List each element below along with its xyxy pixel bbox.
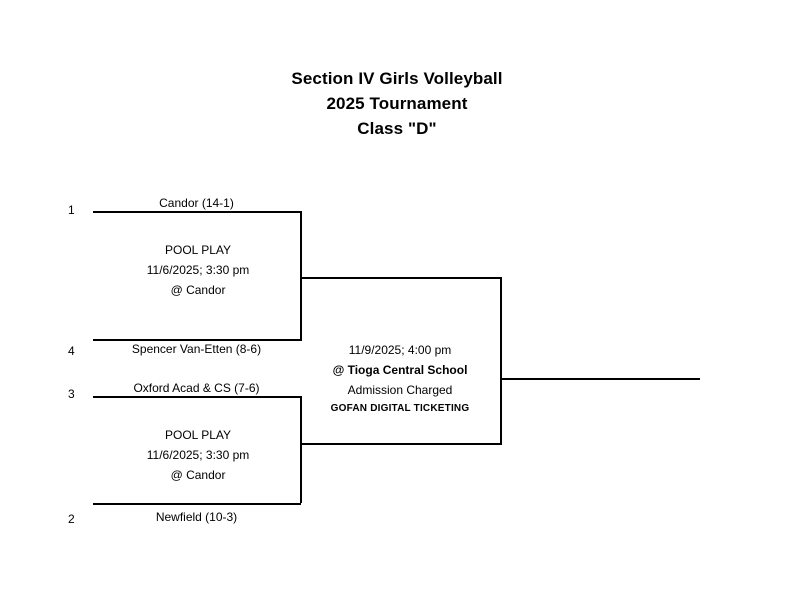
- bracket-line-lower-bottom: [93, 503, 301, 505]
- final-ticketing-note: GOFAN DIGITAL TICKETING: [330, 403, 470, 414]
- bracket-connector-lower: [300, 396, 302, 503]
- bracket-line-upper-bottom: [93, 339, 301, 341]
- bracket-champion-line: [500, 378, 700, 380]
- pool-site-upper: @ Candor: [170, 283, 226, 297]
- seed-number-lower-bottom: 2: [68, 512, 75, 526]
- bracket-line-lower-top: [93, 396, 301, 398]
- bracket-feed-lower-to-final: [300, 443, 500, 445]
- pool-datetime-lower: 11/6/2025; 3:30 pm: [146, 448, 250, 462]
- final-datetime: 11/9/2025; 4:00 pm: [348, 343, 452, 357]
- pool-info-lower: POOL PLAY 11/6/2025; 3:30 pm @ Candor: [96, 425, 300, 485]
- title-line-1: Section IV Girls Volleyball: [291, 69, 503, 88]
- bracket-connector-upper: [300, 211, 302, 341]
- pool-site-lower: @ Candor: [170, 468, 226, 482]
- bracket-connector-final: [500, 277, 502, 445]
- final-admission: Admission Charged: [347, 383, 453, 397]
- title-line-2: 2025 Tournament: [326, 94, 468, 113]
- pool-label-upper: POOL PLAY: [164, 243, 232, 257]
- final-site: @ Tioga Central School: [332, 363, 468, 377]
- bracket-feed-upper-to-final: [300, 277, 500, 279]
- team-name-newfield: Newfield (10-3): [155, 510, 238, 524]
- title-line-3: Class "D": [357, 119, 437, 138]
- team-name-oxford: Oxford Acad & CS (7-6): [133, 381, 260, 395]
- pool-info-upper: POOL PLAY 11/6/2025; 3:30 pm @ Candor: [96, 240, 300, 300]
- pool-datetime-upper: 11/6/2025; 3:30 pm: [146, 263, 250, 277]
- seed-number-upper-bottom: 4: [68, 344, 75, 358]
- bracket-line-upper-top: [93, 211, 301, 213]
- seed-number-upper-top: 1: [68, 203, 75, 217]
- final-game-info: 11/9/2025; 4:00 pm @ Tioga Central Schoo…: [300, 340, 500, 418]
- team-name-spencer-van-etten: Spencer Van-Etten (8-6): [131, 342, 262, 356]
- pool-label-lower: POOL PLAY: [164, 428, 232, 442]
- page-title: Section IV Girls Volleyball 2025 Tournam…: [0, 66, 794, 141]
- team-name-candor: Candor (14-1): [159, 196, 234, 210]
- seed-number-lower-top: 3: [68, 387, 75, 401]
